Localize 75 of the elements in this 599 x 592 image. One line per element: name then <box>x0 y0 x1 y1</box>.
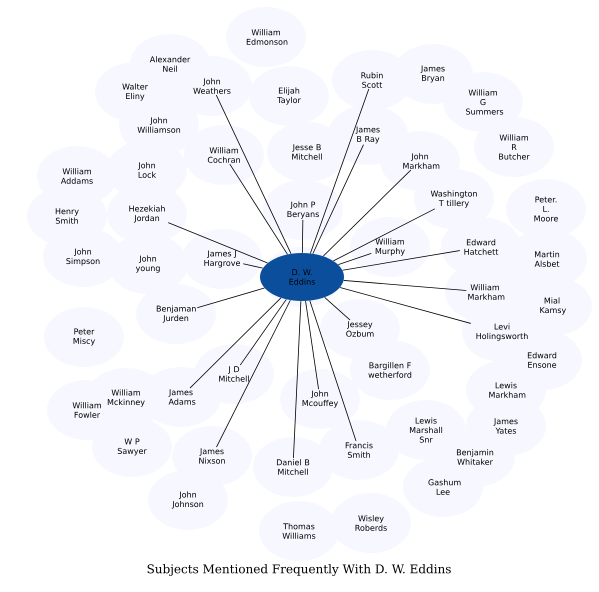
name-label: William Markham <box>468 284 504 300</box>
name-label: Edward Hatchett <box>464 239 498 255</box>
connector-line <box>305 300 319 390</box>
name-label: Lewis Markham <box>489 382 526 398</box>
connector-line <box>312 144 364 254</box>
name-label: Levi Holingsworth <box>476 323 528 341</box>
name-label: W P Sawyer <box>118 438 147 456</box>
name-label: Wisley Roberds <box>356 515 387 531</box>
connector-line <box>242 263 264 269</box>
connector-line <box>342 250 460 271</box>
name-label: John Mcouffey <box>302 390 338 408</box>
name-label: James Nixson <box>199 448 225 464</box>
connector-line <box>216 94 292 254</box>
connector-line <box>340 287 472 324</box>
name-label: Peter Miscy <box>74 328 95 346</box>
name-label: J D Mitchell <box>219 366 249 382</box>
connector-line <box>338 252 372 266</box>
name-label: Francis Smith <box>346 442 373 458</box>
name-label: Henry Smith <box>56 208 79 224</box>
name-label: William Cochran <box>208 147 240 163</box>
name-label: James J Hargrove <box>204 250 240 268</box>
name-label: Elijah Taylor <box>277 87 301 105</box>
name-label: William G Summers <box>466 89 504 115</box>
name-label: James Bryan <box>420 66 445 82</box>
name-label: Alexander Neil <box>150 56 190 72</box>
name-label: Bargillen F wetherford <box>368 362 412 378</box>
connector-line <box>196 288 265 308</box>
name-label: John Williamson <box>138 117 180 133</box>
name-label: William Mckinney <box>108 389 145 407</box>
connector-line <box>310 88 370 254</box>
connector-line <box>302 219 304 254</box>
name-label: Gashum Lee <box>428 479 461 495</box>
chart-title: Subjects Mentioned Frequently With D. W. Eddins <box>148 564 451 576</box>
connector-line <box>333 208 436 262</box>
name-label: John Lock <box>138 162 156 178</box>
connector-line <box>216 300 291 448</box>
name-label: Daniel B Mitchell <box>276 459 310 475</box>
connector-line <box>229 164 288 255</box>
connector-line <box>293 300 302 458</box>
name-label: John Markham <box>403 153 440 169</box>
name-label: Edward Ensone <box>528 352 556 368</box>
name-label: William Fowler <box>72 402 101 418</box>
name-label: William R Butcher <box>499 134 530 160</box>
central-node: D. W. Eddins <box>260 253 344 301</box>
name-label: Lewis Marshall Snr <box>410 417 442 443</box>
name-label: John young <box>136 255 160 273</box>
name-label: John Johnson <box>172 491 204 509</box>
name-label: Thomas Williams <box>282 523 316 539</box>
name-label: Hezekiah Jordan <box>129 205 165 223</box>
connector-line <box>324 297 350 320</box>
connector-line <box>190 298 282 388</box>
name-label: Benjamin Whitaker <box>456 449 494 465</box>
name-label: Rubin Scott <box>361 72 383 88</box>
connector-line <box>240 299 287 366</box>
name-label: William Edmonson <box>246 29 288 45</box>
name-label: William Addams <box>60 168 93 184</box>
name-label: Martin Alsbet <box>534 251 560 267</box>
name-label: Mial Kamsy <box>540 297 566 315</box>
name-label: James Adams <box>168 389 196 405</box>
name-label: Jessey Ozbum <box>346 321 374 337</box>
name-label: Washington T tillery <box>430 190 477 208</box>
connector-line <box>168 222 268 264</box>
name-label: Peter. L. Moore <box>534 196 558 222</box>
name-label: William Murphy <box>376 238 405 256</box>
connector-line <box>309 300 356 442</box>
name-label: John Weathers <box>193 78 231 94</box>
name-label: John P Beryans <box>288 201 319 219</box>
name-label: John Simpson <box>66 248 100 266</box>
connector-line <box>322 170 412 256</box>
connector-line <box>343 280 467 291</box>
name-label: Jesse B Mitchell <box>292 144 322 160</box>
name-label: James B Ray <box>356 126 380 144</box>
name-label: Benjaman Jurden <box>156 305 196 323</box>
name-label: James Yates <box>494 418 518 434</box>
name-label: Walter Eliny <box>122 83 148 101</box>
